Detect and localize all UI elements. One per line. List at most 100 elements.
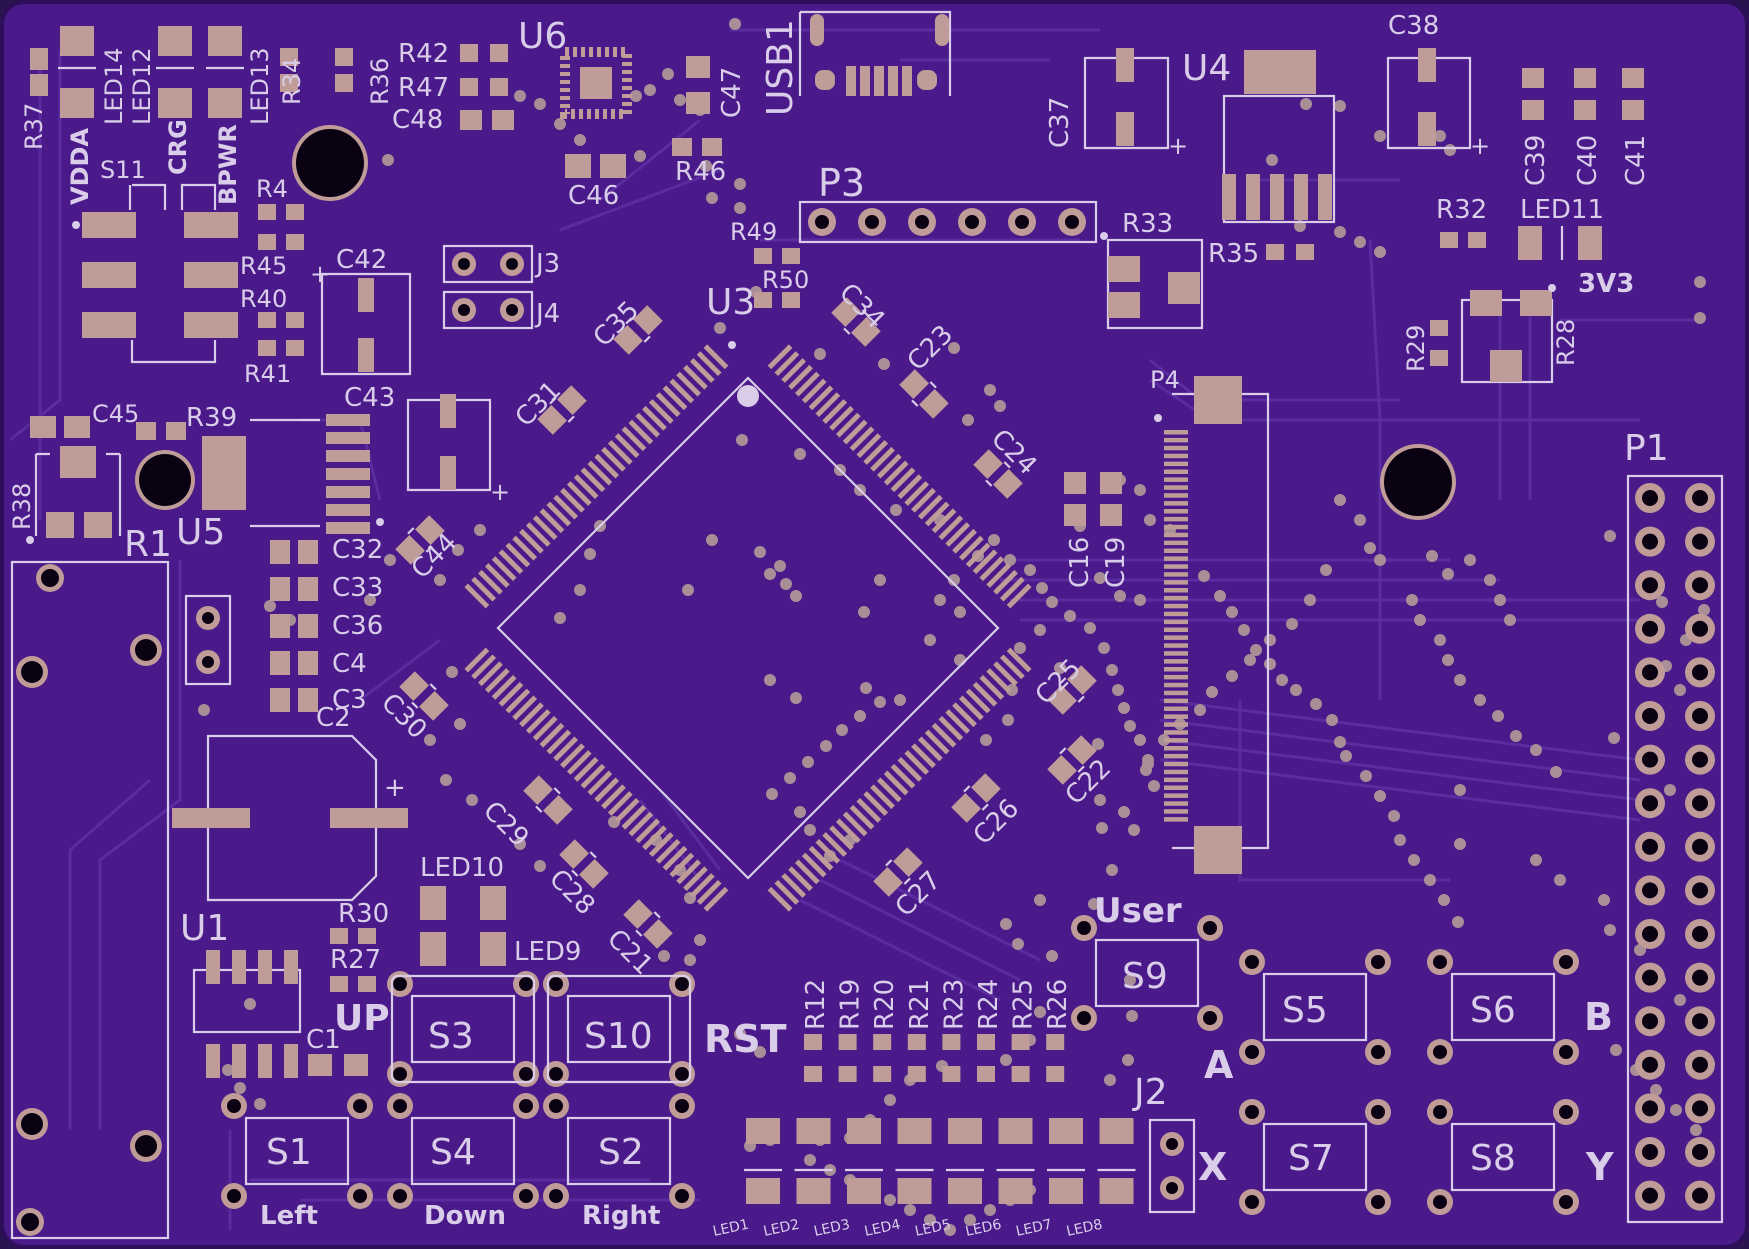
via <box>1114 590 1126 602</box>
u3-pin <box>703 344 729 370</box>
via <box>1144 514 1156 526</box>
switch-s4[interactable] <box>387 1093 539 1209</box>
via <box>714 322 726 334</box>
r-row-pad <box>804 1034 822 1050</box>
via <box>1094 572 1106 584</box>
switch-s5[interactable] <box>1239 949 1391 1065</box>
u3-pin <box>945 709 971 734</box>
c41-footprint <box>1622 68 1644 120</box>
led-row-pad <box>847 1118 881 1144</box>
p4-connector <box>1154 376 1270 874</box>
label-r41: R41 <box>244 360 291 388</box>
via <box>700 160 712 172</box>
p4-pin <box>1164 667 1188 672</box>
r-row-pad <box>977 1066 995 1082</box>
via <box>658 950 670 962</box>
rotated-cap <box>559 839 609 889</box>
via <box>1340 750 1352 762</box>
via <box>1142 754 1154 766</box>
via <box>1244 654 1256 666</box>
via <box>1106 864 1118 876</box>
label-led10: LED10 <box>420 853 504 883</box>
p4-pin <box>1164 659 1188 664</box>
via <box>1320 564 1332 576</box>
u3-pin <box>986 668 1012 693</box>
via <box>1354 514 1366 526</box>
u3-pin <box>539 508 565 534</box>
label-j2: J2 <box>1132 1072 1168 1113</box>
via <box>924 634 936 646</box>
via <box>1664 784 1676 796</box>
label-led3: LED3 <box>813 1217 852 1240</box>
label-c33: C33 <box>332 573 383 603</box>
via <box>1408 854 1420 866</box>
header-2pin-left <box>184 594 232 686</box>
p4-pin <box>1164 761 1188 767</box>
via <box>574 134 586 146</box>
u3-pin <box>788 866 813 892</box>
r-row-pad <box>1046 1066 1065 1082</box>
u3-pin <box>560 743 585 769</box>
u3-pin <box>958 535 984 561</box>
r38-footprint <box>26 446 122 544</box>
u3-pin <box>972 681 998 707</box>
stack-cap-pad <box>298 540 318 564</box>
r40-footprint <box>258 312 304 328</box>
u3-pin <box>931 722 957 748</box>
u3-pin <box>676 859 702 885</box>
via <box>1604 924 1616 936</box>
label-bpwr: BPWR <box>214 124 242 205</box>
via <box>1054 662 1066 674</box>
u3-pin <box>835 412 861 438</box>
via <box>1326 714 1338 726</box>
via <box>890 504 902 516</box>
via-field <box>198 18 1710 1236</box>
p4-pin <box>1164 532 1188 538</box>
u3-pin <box>1006 583 1032 609</box>
svg-text:+: + <box>1470 132 1490 160</box>
stack-cap-pad <box>270 651 290 675</box>
u3-pin <box>938 515 964 541</box>
via <box>554 612 566 624</box>
label-r42: R42 <box>398 39 449 69</box>
via <box>1598 894 1610 906</box>
via <box>1126 1010 1138 1022</box>
via <box>854 710 866 722</box>
via <box>1452 916 1464 928</box>
u3-pin <box>767 344 793 370</box>
label-c48: C48 <box>392 105 443 135</box>
j2-header <box>1148 1118 1196 1214</box>
u3-pin <box>498 549 524 575</box>
stack-cap-pad <box>298 614 318 638</box>
via <box>1118 806 1130 818</box>
rotated-cap <box>1047 665 1097 715</box>
via <box>1374 554 1386 566</box>
u3-pin <box>607 440 633 465</box>
switch-s7[interactable] <box>1239 1099 1391 1215</box>
u3-pin <box>703 886 729 912</box>
via <box>1134 484 1146 496</box>
u3-pin <box>560 487 585 513</box>
via <box>790 590 802 602</box>
switch-s8[interactable] <box>1427 1099 1579 1215</box>
via <box>1374 790 1386 802</box>
via <box>962 414 974 426</box>
switch-s2[interactable] <box>543 1093 695 1209</box>
via <box>254 1098 266 1110</box>
switch-s1[interactable] <box>221 1093 373 1209</box>
u3-pin <box>676 371 702 397</box>
label-r37: R37 <box>20 103 48 150</box>
u3-pin <box>607 791 633 816</box>
switch-s6[interactable] <box>1427 949 1579 1065</box>
u4-footprint <box>1222 50 1336 224</box>
mounting-holes <box>135 125 1456 520</box>
switch-s9[interactable] <box>1071 915 1223 1031</box>
led-row-pad <box>796 1178 831 1204</box>
p4-pin <box>1164 430 1188 435</box>
label-c16: C16 <box>1065 537 1095 588</box>
via <box>1656 596 1668 608</box>
u3-pin <box>642 405 667 431</box>
via <box>860 682 872 694</box>
p4-pin <box>1164 793 1188 798</box>
cap-stack <box>270 540 318 712</box>
